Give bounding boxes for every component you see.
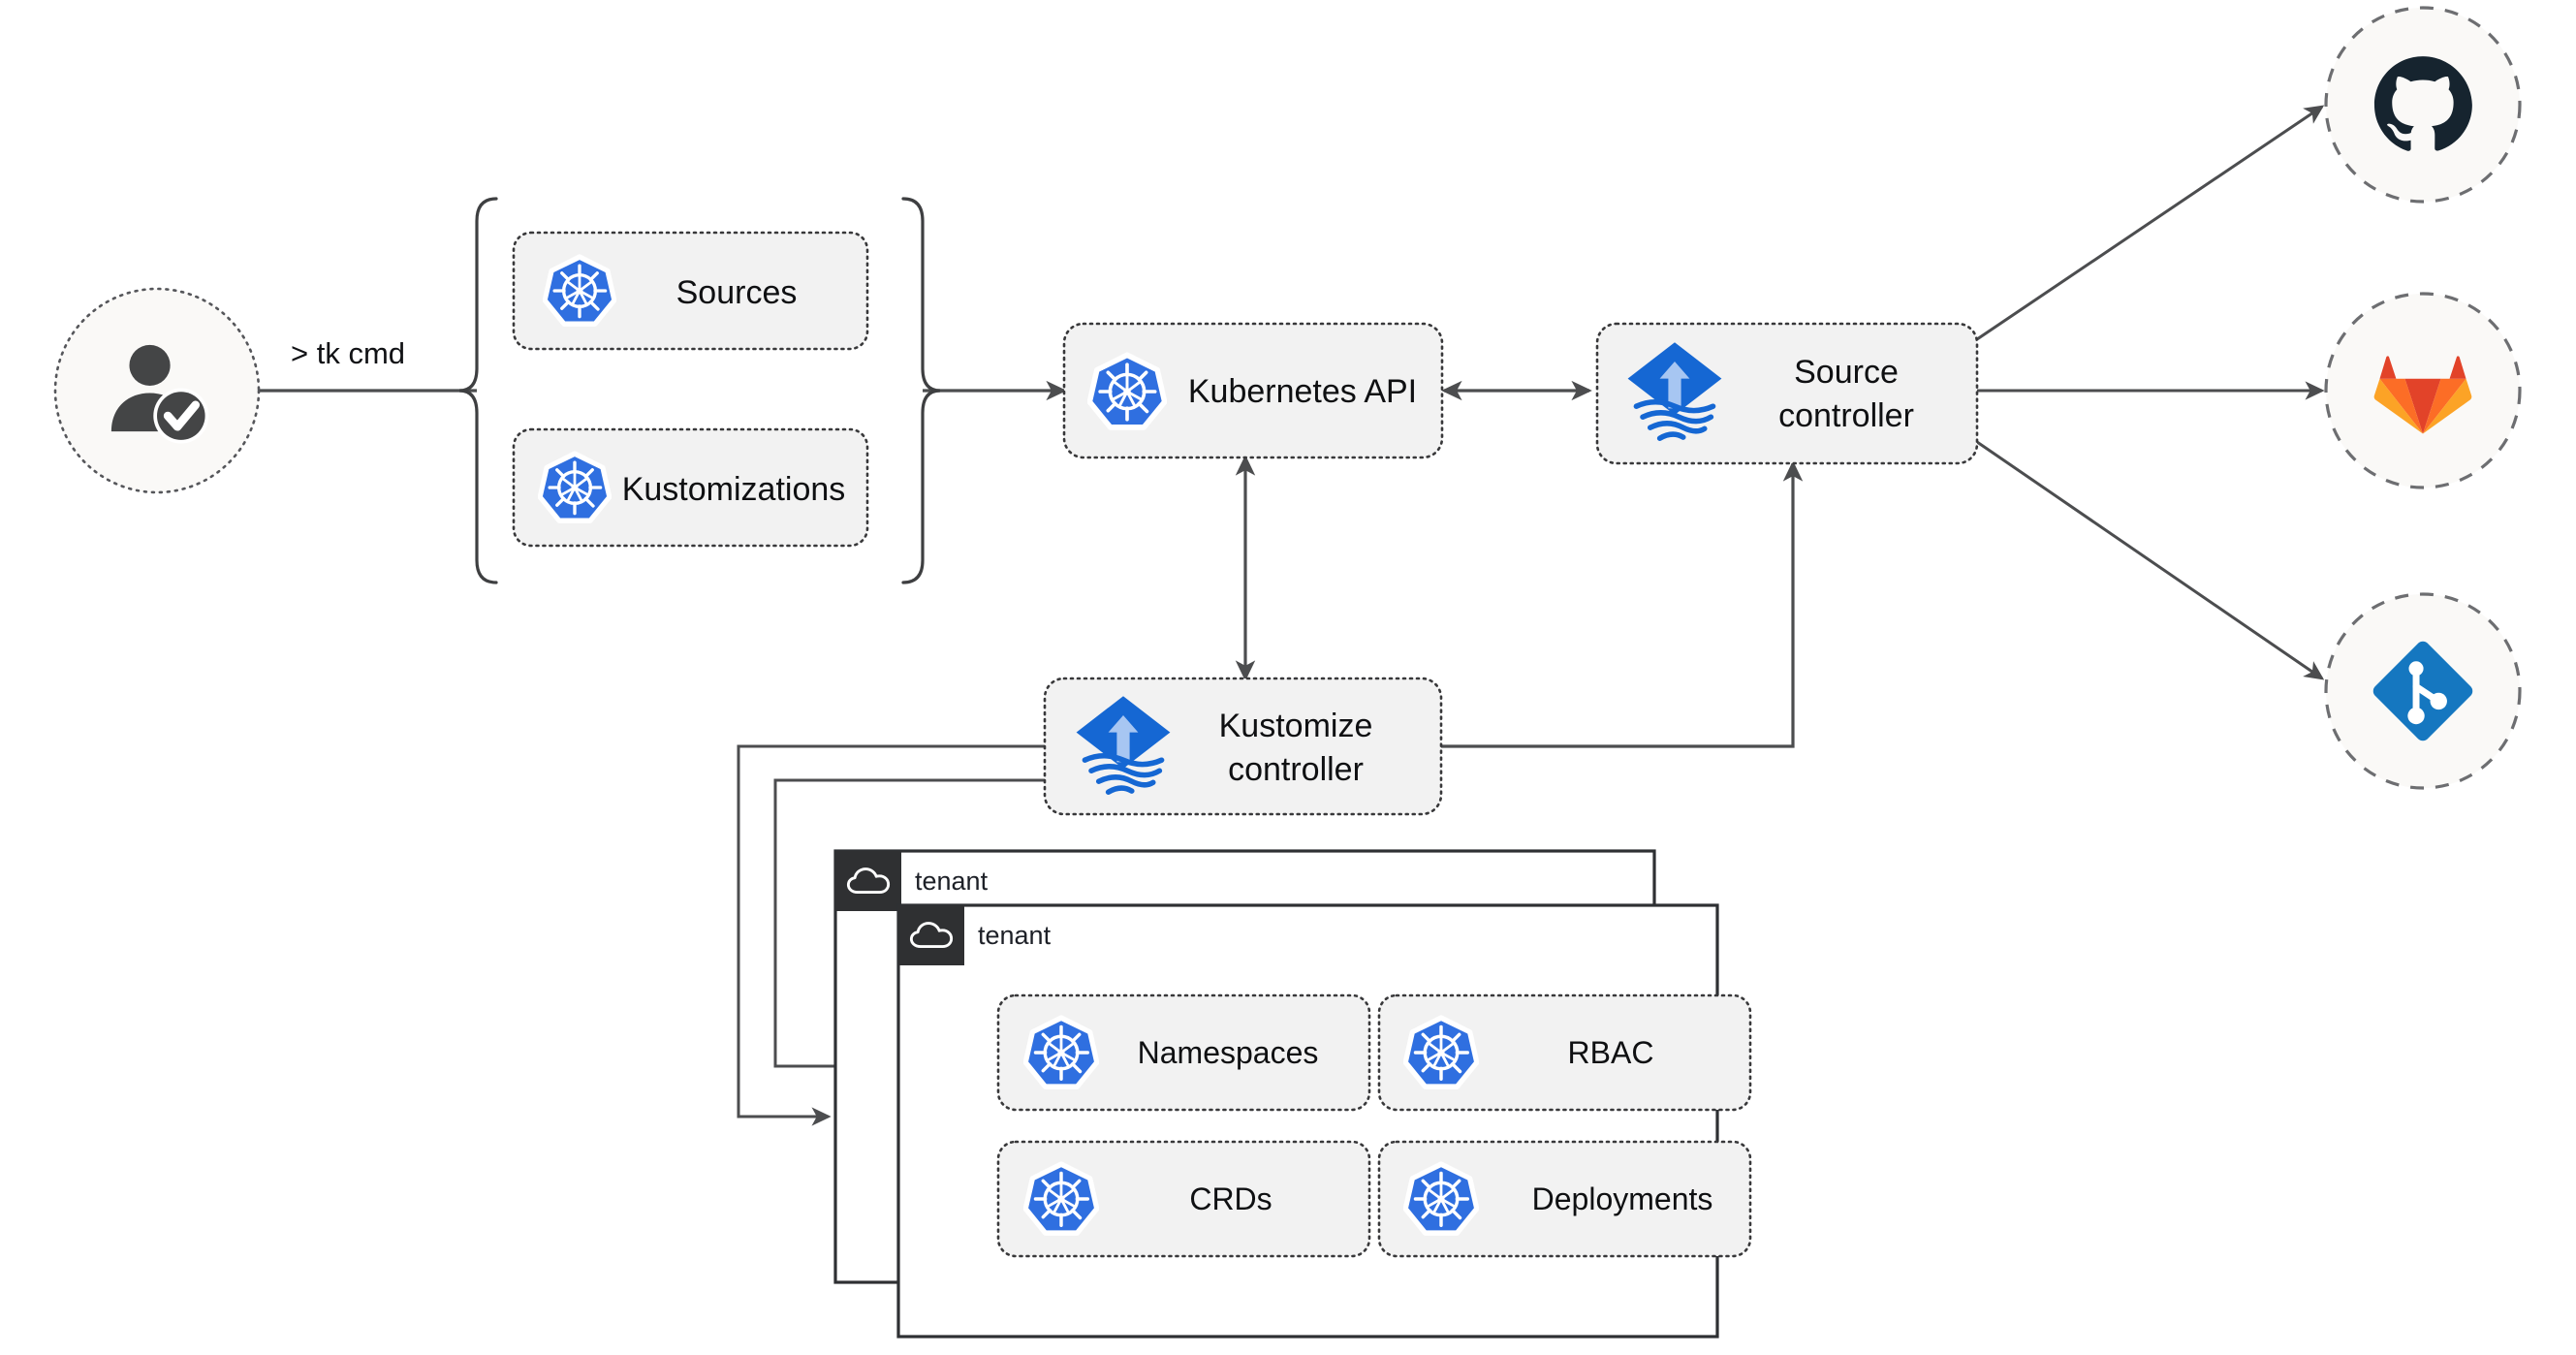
tenant-resource-rbac[interactable]: RBAC — [1377, 993, 1752, 1112]
kubernetes-icon — [545, 257, 613, 324]
deployments-box — [1377, 1140, 1752, 1258]
kubernetes-icon — [1405, 1164, 1476, 1233]
crds-label: CRDs — [1189, 1182, 1272, 1216]
crds-box — [996, 1140, 1371, 1258]
kustomize-controller-label-line2: controller — [1228, 751, 1364, 788]
kubernetes-icon — [540, 454, 609, 520]
kubernetes-api-box — [1062, 322, 1444, 459]
deployments-label: Deployments — [1532, 1182, 1713, 1216]
tenant-resource-crds[interactable]: CRDs — [996, 1140, 1371, 1258]
edge-source-to-github — [1976, 105, 2325, 341]
edge-kustomize-to-tenant-1 — [737, 744, 1045, 1126]
kustomizations-box — [512, 427, 869, 548]
source-controller-label-line2: controller — [1778, 397, 1914, 434]
tenant-1-tab — [835, 851, 901, 911]
repo-github[interactable] — [2324, 6, 2522, 204]
edge-kustomize-to-source-controller — [1441, 460, 1804, 748]
tenant-2-label: tenant — [978, 921, 1052, 950]
kubernetes-icon — [1405, 1018, 1476, 1087]
actor-circle — [53, 287, 261, 494]
sources-label: Sources — [676, 274, 798, 311]
resource-sources[interactable]: Sources — [512, 231, 869, 351]
repo-gitlab[interactable] — [2324, 292, 2522, 489]
kubernetes-icon — [1025, 1164, 1096, 1233]
tenant-2-tab — [898, 905, 964, 965]
tenant-2-frame — [896, 903, 1719, 1339]
node-kubernetes-api[interactable]: Kubernetes API — [1062, 322, 1444, 459]
namespaces-box — [996, 993, 1371, 1112]
kubernetes-api-label: Kubernetes API — [1188, 373, 1417, 410]
github-circle — [2324, 6, 2522, 204]
namespaces-label: Namespaces — [1138, 1035, 1319, 1070]
source-controller-label-line1: Source — [1794, 354, 1899, 391]
kustomizations-label: Kustomizations — [622, 471, 846, 508]
node-kustomize-controller[interactable]: Kustomize controller — [1043, 677, 1443, 816]
repo-git[interactable] — [2324, 592, 2522, 790]
actor-user[interactable] — [53, 287, 261, 494]
resource-kustomizations[interactable]: Kustomizations — [512, 427, 869, 548]
sources-box — [512, 231, 869, 351]
tenant-resource-deployments[interactable]: Deployments — [1377, 1140, 1752, 1258]
node-source-controller[interactable]: Source controller — [1595, 322, 1979, 465]
rbac-box — [1377, 993, 1752, 1112]
edge-source-to-git — [1976, 440, 2325, 680]
command-label: > tk cmd — [291, 336, 405, 370]
kubernetes-icon — [1025, 1018, 1096, 1087]
resource-group-brace — [458, 197, 941, 584]
kubernetes-icon — [1089, 355, 1164, 427]
tenant-resource-namespaces[interactable]: Namespaces — [996, 993, 1371, 1112]
rbac-label: RBAC — [1568, 1035, 1654, 1070]
kustomize-controller-label-line1: Kustomize — [1219, 708, 1373, 744]
tenant-container-2[interactable]: tenant Namespaces RBAC CRDs — [896, 903, 1752, 1339]
tenant-1-label: tenant — [915, 867, 989, 896]
